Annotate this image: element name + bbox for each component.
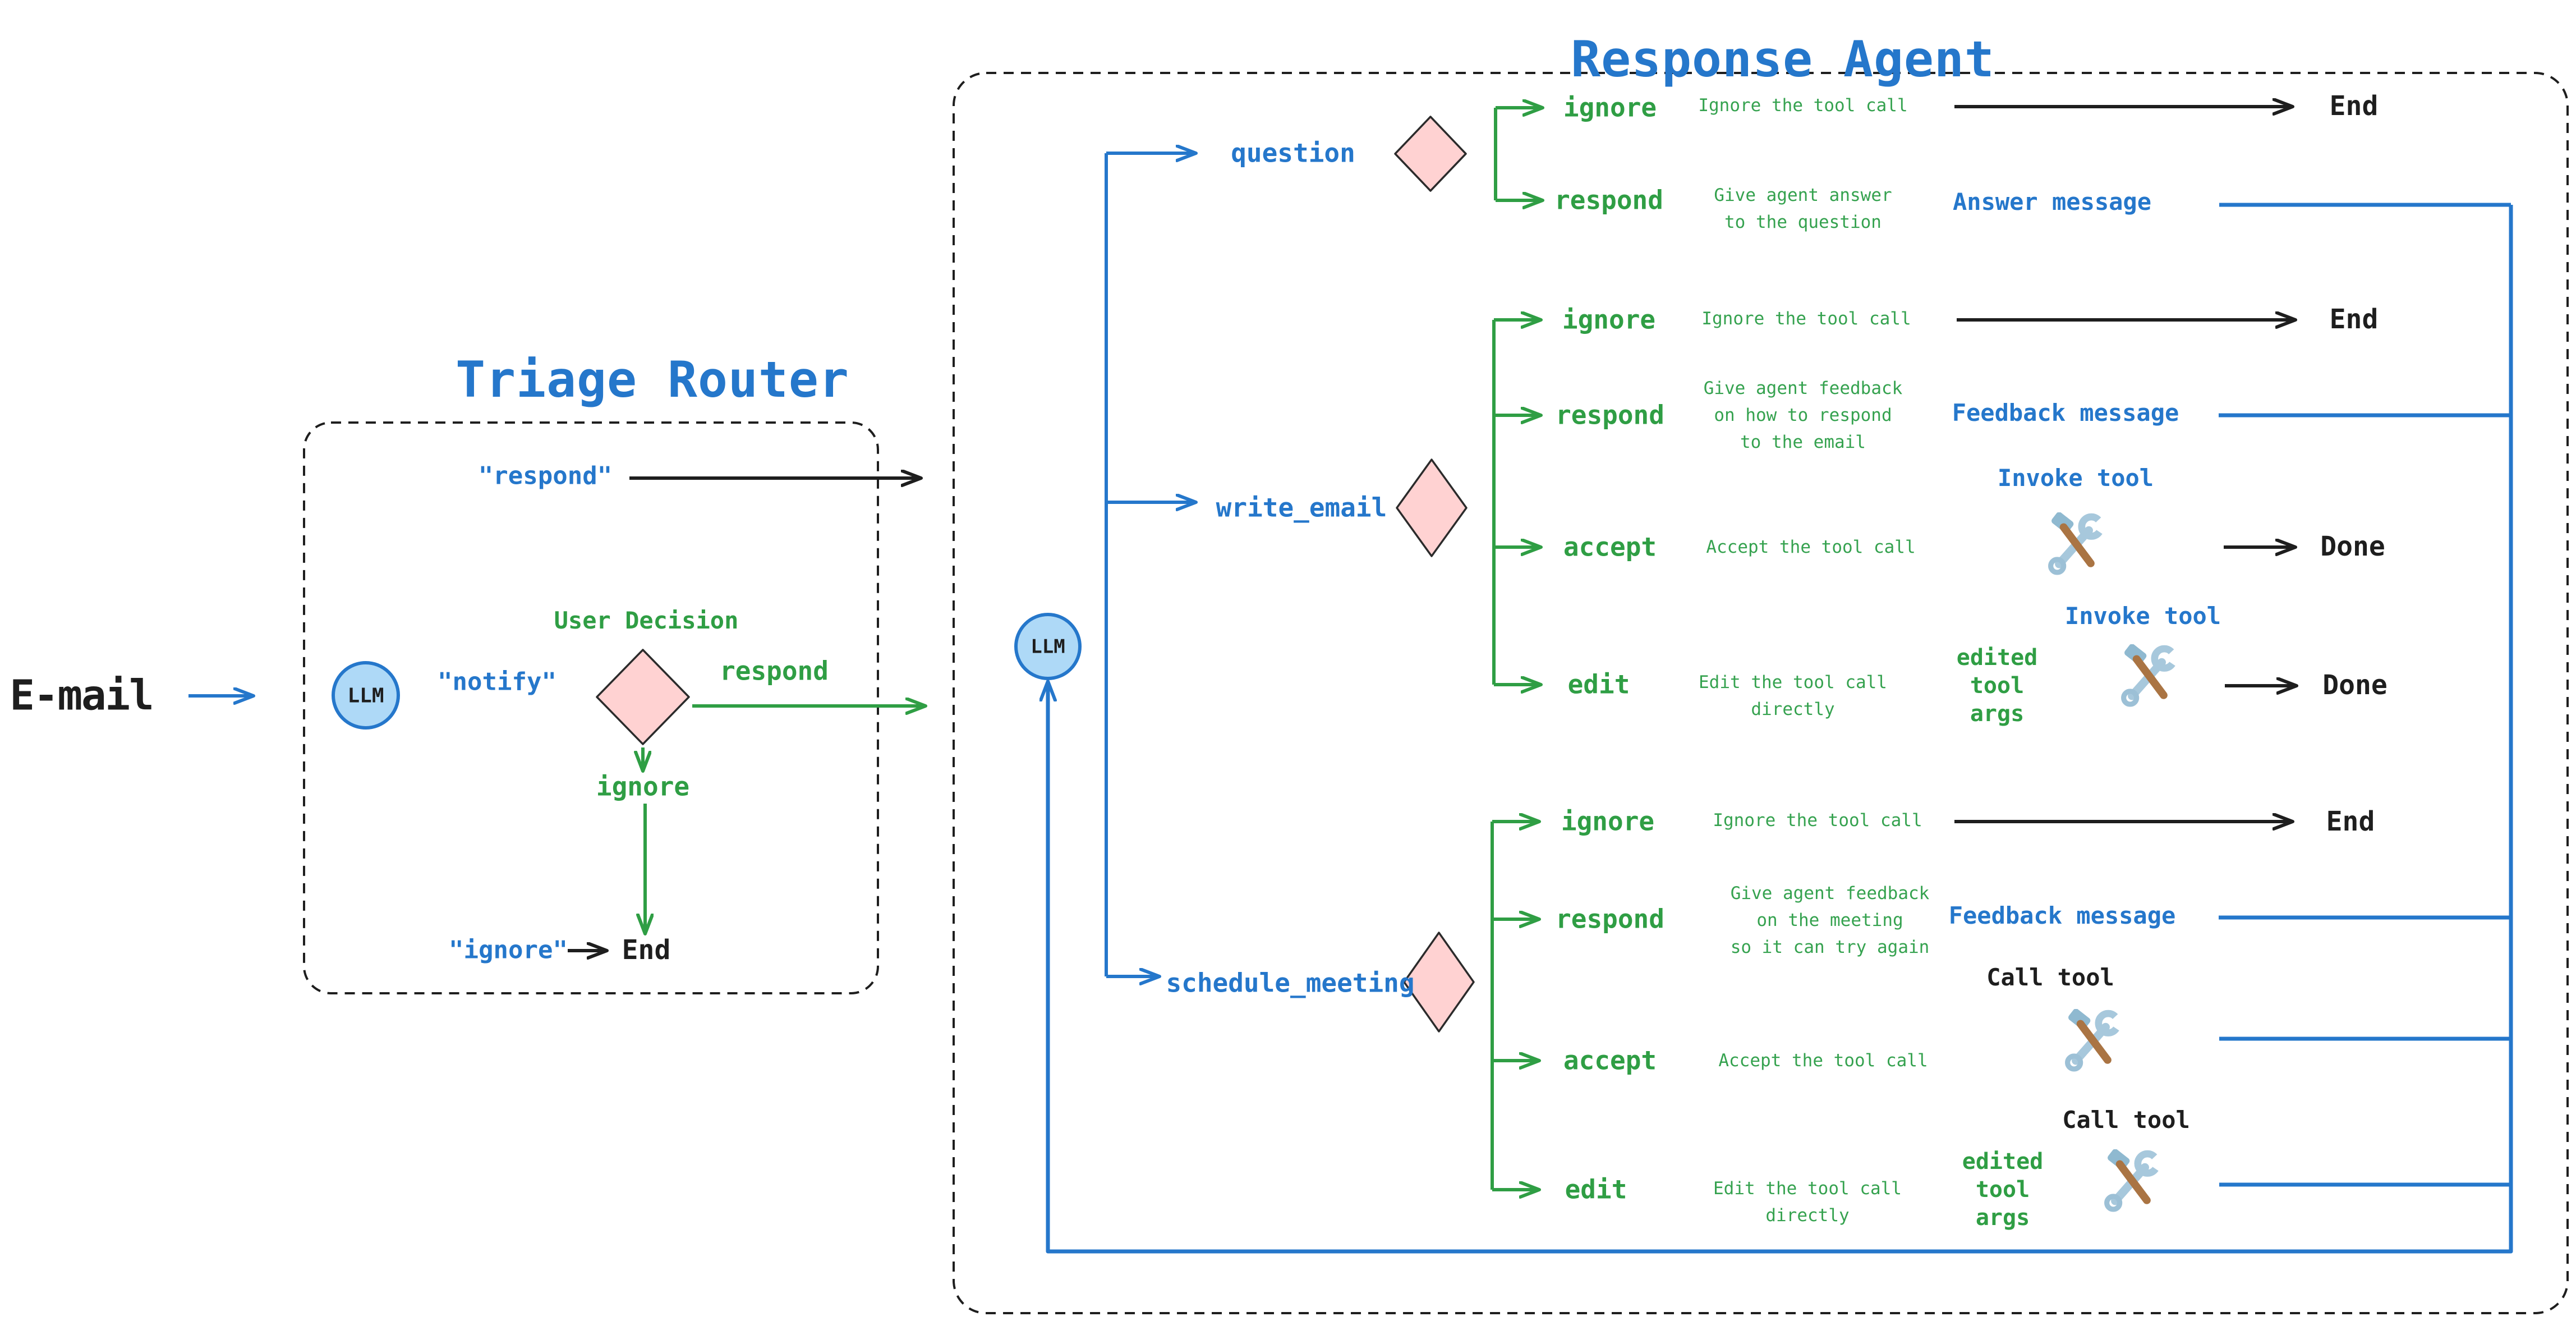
schedule-edit-call-tool-label: Call tool (2062, 1106, 2190, 1134)
write-email-diamond (1396, 458, 1468, 557)
write-email-respond-desc: Give agent feedback on how to respond to… (1703, 378, 1903, 453)
schedule-accept-desc: Accept the tool call (1718, 1050, 1928, 1071)
triage-llm-label: LLM (347, 684, 384, 708)
hammer-wrench-icon (2106, 1145, 2167, 1209)
write-email-accept-invoke-tool-label: Invoke tool (1997, 464, 2154, 492)
triage-respond-output: "respond" (478, 461, 613, 490)
question-ignore-end-label: End (2329, 90, 2379, 122)
decision-ignore-label: ignore (596, 771, 690, 802)
triage-llm-node (332, 661, 400, 730)
write-email-edit-label: edit (1567, 669, 1630, 700)
response-agent-title: Response Agent (1571, 30, 1995, 89)
write-email-ignore-label: ignore (1562, 304, 1656, 335)
answer-message-label: Answer message (1952, 187, 2152, 215)
email-label: E-mail (10, 671, 154, 720)
triage-end-label: End (622, 934, 671, 966)
response-llm-node (1014, 613, 1082, 680)
question-node-label: question (1231, 137, 1355, 168)
question-respond-desc: Give agent answer to the question (1714, 185, 1892, 232)
schedule-edit-desc: Edit the tool call directly (1713, 1178, 1902, 1226)
schedule-accept-call-tool-label: Call tool (1986, 963, 2114, 991)
hammer-wrench-icon (2067, 1005, 2128, 1069)
schedule-edited-args-label: edited tool args (1962, 1149, 2044, 1231)
question-ignore-label: ignore (1563, 92, 1657, 123)
write-email-accept-done-label: Done (2320, 531, 2385, 563)
schedule-respond-desc: Give agent feedback on the meeting so it… (1730, 883, 1930, 958)
triage-router-title: Triage Router (456, 351, 849, 409)
hammer-wrench-icon (2050, 508, 2111, 572)
user-decision-label: User Decision (554, 606, 739, 634)
response-agent-frame (953, 72, 2569, 1314)
schedule-feedback-message-label: Feedback message (1948, 901, 2176, 929)
schedule-ignore-desc: Ignore the tool call (1713, 810, 1922, 831)
triage-ignore-output: "ignore" (449, 935, 568, 965)
response-llm-label: LLM (1031, 635, 1065, 658)
write-email-edit-desc: Edit the tool call directly (1699, 672, 1887, 719)
write-email-accept-desc: Accept the tool call (1706, 536, 1916, 557)
write-email-ignore-desc: Ignore the tool call (1701, 308, 1911, 329)
question-respond-label: respond (1554, 185, 1663, 215)
question-diamond (1394, 116, 1467, 192)
write-email-node-label: write_email (1216, 492, 1387, 523)
write-email-edit-invoke-tool-label: Invoke tool (2064, 602, 2221, 630)
triage-router-frame (303, 421, 879, 994)
feedback-loop (1048, 205, 2513, 1254)
write-email-accept-label: accept (1563, 531, 1657, 562)
decision-respond-label: respond (720, 655, 829, 686)
write-email-feedback-message-label: Feedback message (1952, 398, 2179, 426)
triage-decision-diamond (596, 649, 690, 745)
schedule-meeting-diamond (1403, 932, 1475, 1033)
schedule-meeting-node-label: schedule_meeting (1166, 967, 1415, 998)
write-email-respond-label: respond (1556, 400, 1664, 430)
schedule-ignore-end-label: End (2326, 806, 2375, 838)
schedule-respond-label: respond (1556, 903, 1664, 934)
write-email-edited-args-label: edited tool args (1956, 645, 2038, 727)
write-email-ignore-end-label: End (2329, 304, 2379, 336)
triage-notify-output: "notify" (438, 667, 556, 696)
hammer-wrench-icon (2123, 640, 2184, 704)
question-ignore-desc: Ignore the tool call (1698, 95, 1908, 116)
schedule-ignore-label: ignore (1561, 806, 1655, 837)
schedule-edit-label: edit (1565, 1174, 1627, 1205)
schedule-accept-label: accept (1563, 1045, 1657, 1076)
write-email-edit-done-label: Done (2322, 669, 2388, 701)
